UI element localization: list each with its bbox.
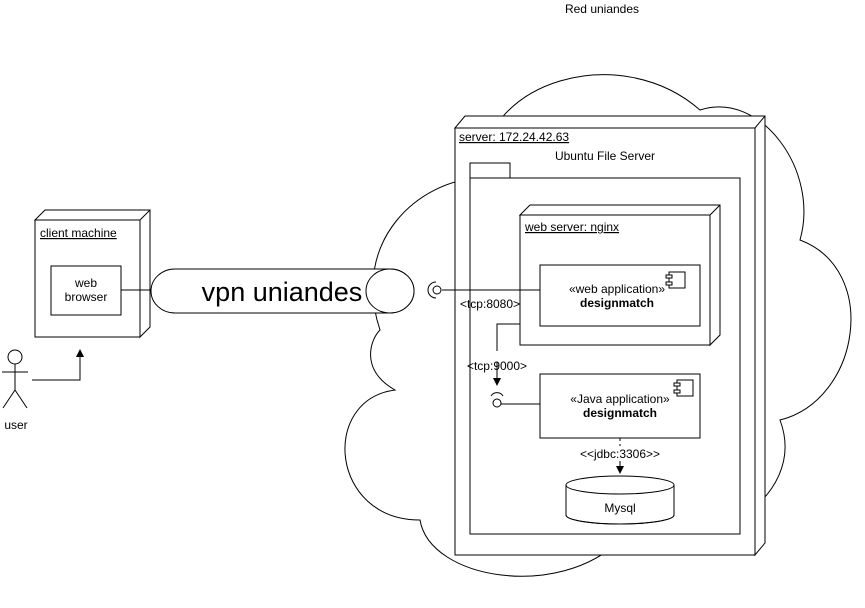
browser-line1: web [74,276,97,290]
component-icon [676,379,694,397]
network-title: Red uniandes [565,2,639,16]
browser-line2: browser [65,290,108,304]
component-icon [668,271,686,289]
user-client-arrow [32,349,84,381]
database-name: Mysql [604,501,635,515]
web-app-stereotype: «web application» [569,282,665,296]
user-label: user [4,418,27,432]
connector-jdbc [616,438,624,474]
web-app-component [539,264,701,327]
server-label: server: 172.24.42.63 [459,130,569,144]
vpn-label: vpn uniandes [202,277,363,307]
web-app-name: designmatch [580,296,654,310]
jdbc-label: <<jdbc:3306>> [580,447,660,461]
java-app-component [539,373,701,439]
web-browser-box [50,265,122,316]
java-app-stereotype: «Java application» [570,392,670,406]
database-cylinder [565,475,675,525]
java-app-name: designmatch [583,406,657,420]
connector-java-port [490,323,540,408]
server-os-label: Ubuntu File Server [555,149,655,163]
user-actor [2,349,28,409]
tcp-9000-label: <tcp:9000> [467,359,527,373]
tcp-8080-label: <tcp:8080> [460,297,520,311]
connector-web-port [427,281,540,299]
web-server-label: web server: nginx [524,220,619,234]
vpn-tunnel [150,268,415,314]
client-label: client machine [40,226,117,240]
